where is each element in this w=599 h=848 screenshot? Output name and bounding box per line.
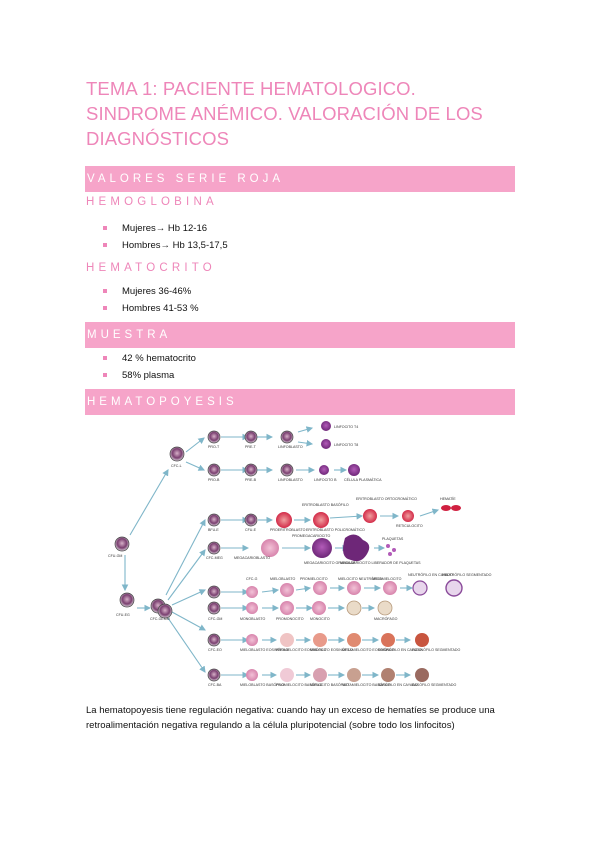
svg-text:CFC-G: CFC-G [246, 577, 258, 581]
svg-text:CFU-EG: CFU-EG [116, 613, 130, 617]
svg-text:MIELOBLASTO EOSINÓFILO: MIELOBLASTO EOSINÓFILO [240, 647, 288, 652]
svg-text:MEGACARIOCITO LIBERADOR DE PLA: MEGACARIOCITO LIBERADOR DE PLAQUETAS [340, 561, 421, 565]
svg-text:LINFOCITO T4: LINFOCITO T4 [334, 425, 358, 429]
diagram-labels: CFU-GM CFU-EG CFC-GEMM CFC-L PRO-T PRE-T… [108, 425, 492, 687]
svg-text:MIELOCITO EOSINÓFILO: MIELOCITO EOSINÓFILO [310, 647, 353, 652]
svg-text:ERITROBLASTO BASÓFILO: ERITROBLASTO BASÓFILO [302, 502, 349, 507]
svg-text:METAMIELOCITO BASÓFILO: METAMIELOCITO BASÓFILO [342, 682, 391, 687]
myeloid-cells [246, 579, 463, 616]
svg-text:BASÓFILO SEGMENTADO: BASÓFILO SEGMENTADO [412, 682, 456, 687]
svg-text:NEUTRÓFILO EN CAYADO: NEUTRÓFILO EN CAYADO [408, 572, 453, 577]
svg-text:CFC-GEMM: CFC-GEMM [150, 617, 170, 621]
svg-text:PROMIELOCITO BASÓFILO: PROMIELOCITO BASÓFILO [276, 682, 323, 687]
svg-text:METAMIELOCITO: METAMIELOCITO [372, 577, 402, 581]
svg-text:MIELOBLASTO: MIELOBLASTO [270, 577, 296, 581]
list-muestra: 42 % hematocrito 58% plasma [100, 350, 196, 384]
svg-text:PROERITROBLASTO: PROERITROBLASTO [270, 528, 306, 532]
erythroid-cells [276, 505, 461, 528]
list-item: 42 % hematocrito [100, 350, 196, 367]
svg-text:NEUTRÓFILO SEGMENTADO: NEUTRÓFILO SEGMENTADO [442, 572, 492, 577]
list-item: Mujeres→ Hb 12-16 [100, 220, 228, 237]
svg-text:MIELOCITO NEUTRÓFILO: MIELOCITO NEUTRÓFILO [338, 576, 382, 581]
svg-text:METAMIELOCITO EOSINÓFILO: METAMIELOCITO EOSINÓFILO [342, 647, 395, 652]
megakaryocyte-cells [261, 534, 396, 562]
svg-text:CFC-L: CFC-L [171, 464, 182, 468]
svg-text:ERITROBLASTO ORTOCROMÁTICO: ERITROBLASTO ORTOCROMÁTICO [356, 497, 417, 501]
section-band-muestra: MUESTRA [85, 322, 515, 348]
svg-text:LINFOBLASTO: LINFOBLASTO [278, 478, 303, 482]
svg-text:MEGACARIOCITO GRANULAR: MEGACARIOCITO GRANULAR [304, 561, 356, 565]
svg-text:PRO-B: PRO-B [208, 478, 220, 482]
list-item: 58% plasma [100, 367, 196, 384]
svg-text:LINFOCITO T8: LINFOCITO T8 [334, 443, 358, 447]
svg-text:LINFOBLASTO: LINFOBLASTO [278, 445, 303, 449]
svg-text:MONOCITO: MONOCITO [310, 617, 330, 621]
svg-text:MACRÓFAGO: MACRÓFAGO [374, 616, 398, 621]
svg-text:RETICULOCITO: RETICULOCITO [396, 524, 423, 528]
svg-text:MIELOCITO BASÓFILO: MIELOCITO BASÓFILO [310, 682, 349, 687]
svg-text:ERITROBLASTO POLICROMÁTICO: ERITROBLASTO POLICROMÁTICO [306, 528, 365, 532]
svg-text:PRO-T: PRO-T [208, 445, 220, 449]
svg-text:CFC-BA: CFC-BA [208, 683, 222, 687]
svg-text:PROMIELOCITO EOSINÓFILO: PROMIELOCITO EOSINÓFILO [276, 647, 327, 652]
svg-text:CFU-GM: CFU-GM [108, 554, 122, 558]
svg-text:MIELOBLASTO BASÓFILO: MIELOBLASTO BASÓFILO [240, 682, 284, 687]
svg-text:CFC-EO: CFC-EO [208, 648, 222, 652]
section-band-serie-roja: VALORES SERIE ROJA [85, 166, 515, 192]
list-hematocrito: Mujeres 36-46% Hombres 41-53 % [100, 283, 199, 317]
svg-text:MONOBLASTO: MONOBLASTO [240, 617, 265, 621]
paragraph-regulacion: La hematopoyesis tiene regulación negati… [86, 705, 495, 731]
list-item: Hombres 41-53 % [100, 300, 199, 317]
svg-text:CÉLULA PLASMÁTICA: CÉLULA PLASMÁTICA [344, 477, 382, 482]
list-item: Hombres→ Hb 13,5-17,5 [100, 237, 228, 254]
svg-text:LINFOCITO B: LINFOCITO B [314, 478, 337, 482]
svg-text:EOSINÓFILO EN CAYADO: EOSINÓFILO EN CAYADO [378, 647, 422, 652]
stem-cells [114, 430, 294, 682]
svg-text:MEGACARIOBLASTO: MEGACARIOBLASTO [234, 556, 270, 560]
page-title: TEMA 1: PACIENTE HEMATOLOGICO. SINDROME … [86, 78, 483, 149]
svg-text:PRE-B: PRE-B [245, 478, 257, 482]
svg-text:CFC-GM: CFC-GM [208, 617, 222, 621]
list-item: Mujeres 36-46% [100, 283, 199, 300]
svg-text:PLAQUETAS: PLAQUETAS [382, 537, 404, 541]
svg-text:CFU-E: CFU-E [245, 528, 257, 532]
svg-text:PROMIELOCITO: PROMIELOCITO [300, 577, 328, 581]
section-band-hematopoyesis: HEMATOPOYESIS [85, 389, 515, 415]
lymphocyte-cells [319, 421, 360, 476]
svg-text:PRE-T: PRE-T [245, 445, 257, 449]
diagram-arrows [121, 426, 440, 679]
heading-hematocrito: HEMATOCRITO [86, 262, 216, 274]
svg-text:BASÓFILO EN CAYADO: BASÓFILO EN CAYADO [378, 682, 418, 687]
svg-text:BFU-E: BFU-E [208, 528, 219, 532]
svg-text:HEMATÍE: HEMATÍE [440, 497, 456, 501]
list-hemoglobina: Mujeres→ Hb 12-16 Hombres→ Hb 13,5-17,5 [100, 220, 228, 254]
svg-text:PROMEGACARIOCITO: PROMEGACARIOCITO [292, 534, 330, 538]
svg-text:CFC-MEG: CFC-MEG [206, 556, 223, 560]
svg-text:EOSINÓFILO SEGMENTADO: EOSINÓFILO SEGMENTADO [412, 647, 460, 652]
heading-hemoglobina: HEMOGLOBINA [86, 196, 218, 208]
eosinophil-basophil-cells [246, 633, 429, 682]
svg-text:PROMONOCITO: PROMONOCITO [276, 617, 304, 621]
